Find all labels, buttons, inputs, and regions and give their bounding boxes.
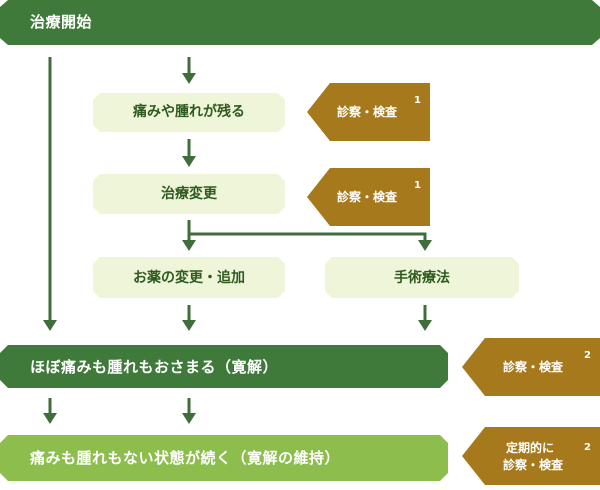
remission-label: ほぼ痛みも腫れもおさまる（寛解） [30, 358, 279, 376]
exam-tag-1 [307, 83, 430, 141]
drug-change-box [93, 257, 285, 298]
pain-remains-box [93, 93, 285, 132]
arrow-head [182, 73, 196, 84]
exam-tag-2 [307, 168, 430, 226]
exam-tag-1-note: 1 [414, 95, 421, 106]
pain-remains-label: 痛みや腫れが残る [133, 104, 245, 120]
maintain-label: 痛みも腫れもない状態が続く（寛解の維持） [30, 449, 341, 467]
treatment-change-label: 治療変更 [161, 186, 217, 202]
header-bar [0, 0, 600, 45]
exam-tag-4-line1: 定期的に [506, 441, 555, 455]
arrow-head [182, 413, 196, 424]
arrow-head [418, 320, 432, 331]
exam-tag-2-note: 1 [414, 180, 421, 191]
exam-tag-2-label: 診察・検査 [337, 190, 398, 204]
arrow-head [182, 320, 196, 331]
header-title: 治療開始 [30, 13, 93, 31]
surgery-box [325, 257, 519, 298]
exam-tag-4 [462, 427, 600, 485]
arrow-head [182, 240, 196, 251]
exam-tag-3-note: 2 [584, 350, 591, 361]
arrow-head [43, 320, 57, 331]
maintain-bar [0, 435, 448, 481]
treatment-change-box [93, 174, 285, 214]
surgery-label: 手術療法 [394, 270, 450, 286]
drug-change-label: お薬の変更・追加 [133, 270, 245, 286]
arrow-head [182, 156, 196, 167]
exam-tag-4-note: 2 [584, 442, 591, 453]
arrow-heads [43, 73, 432, 424]
exam-tag-3 [462, 338, 600, 396]
arrow-lines [48, 57, 427, 413]
arrow-head [418, 240, 432, 251]
exam-tag-3-label: 診察・検査 [503, 360, 564, 374]
remission-bar [0, 345, 448, 388]
arrow-head [43, 413, 57, 424]
exam-tag-4-line2: 診察・検査 [503, 458, 564, 472]
exam-tag-1-label: 診察・検査 [337, 105, 398, 119]
